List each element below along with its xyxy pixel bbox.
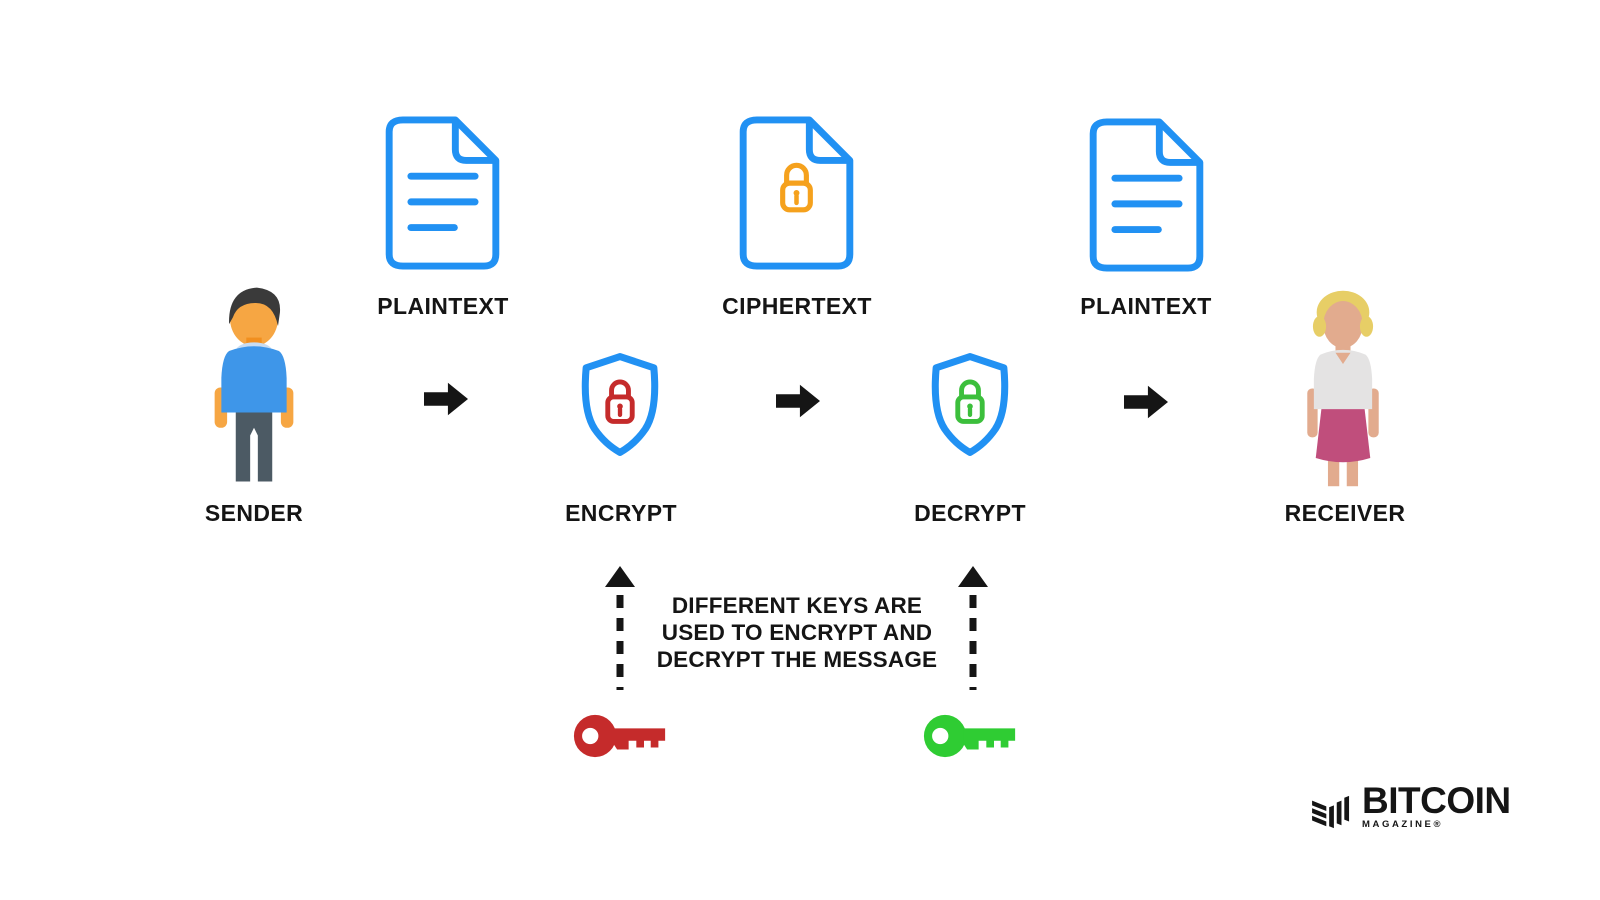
dashed-arrow-up-right-icon [958, 566, 988, 690]
arrow-right-icon [1124, 385, 1168, 419]
encrypt-label: ENCRYPT [565, 500, 677, 526]
receiver-label: RECEIVER [1284, 500, 1406, 526]
plaintext-left-label: PLAINTEXT [377, 293, 509, 319]
ciphertext-label: CIPHERTEXT [722, 293, 872, 319]
encrypt-shield-lock-icon [581, 353, 659, 456]
plaintext-right-label: PLAINTEXT [1080, 293, 1212, 319]
ciphertext-document-icon [739, 116, 854, 270]
dashed-arrow-up-left-icon [605, 566, 635, 690]
bitcoin-magazine-logo: BITCOIN MAGAZINE® [1311, 780, 1511, 831]
logo-book-icon [1312, 796, 1350, 829]
note-text: DIFFERENT KEYS ARE USED TO ENCRYPT AND D… [615, 592, 979, 673]
note-line-2: USED TO ENCRYPT AND [661, 620, 933, 645]
note-line-3: DECRYPT THE MESSAGE [656, 647, 938, 672]
decrypt-label: DECRYPT [914, 500, 1026, 526]
arrow-right-icon [776, 384, 820, 418]
note-line-1: DIFFERENT KEYS ARE [671, 593, 923, 618]
decrypt-key-icon [923, 714, 1016, 758]
decrypt-shield-lock-icon [931, 353, 1009, 456]
logo-subtitle: MAGAZINE® [1362, 819, 1444, 831]
plaintext-document-icon [1089, 118, 1204, 272]
encrypt-key-icon [573, 714, 666, 758]
sender-label: SENDER [204, 500, 304, 526]
sender-person-icon [214, 287, 294, 482]
plaintext-document-icon [385, 116, 500, 270]
logo-title: BITCOIN [1362, 780, 1511, 821]
arrow-right-icon [424, 382, 468, 416]
receiver-person-icon [1307, 290, 1379, 487]
